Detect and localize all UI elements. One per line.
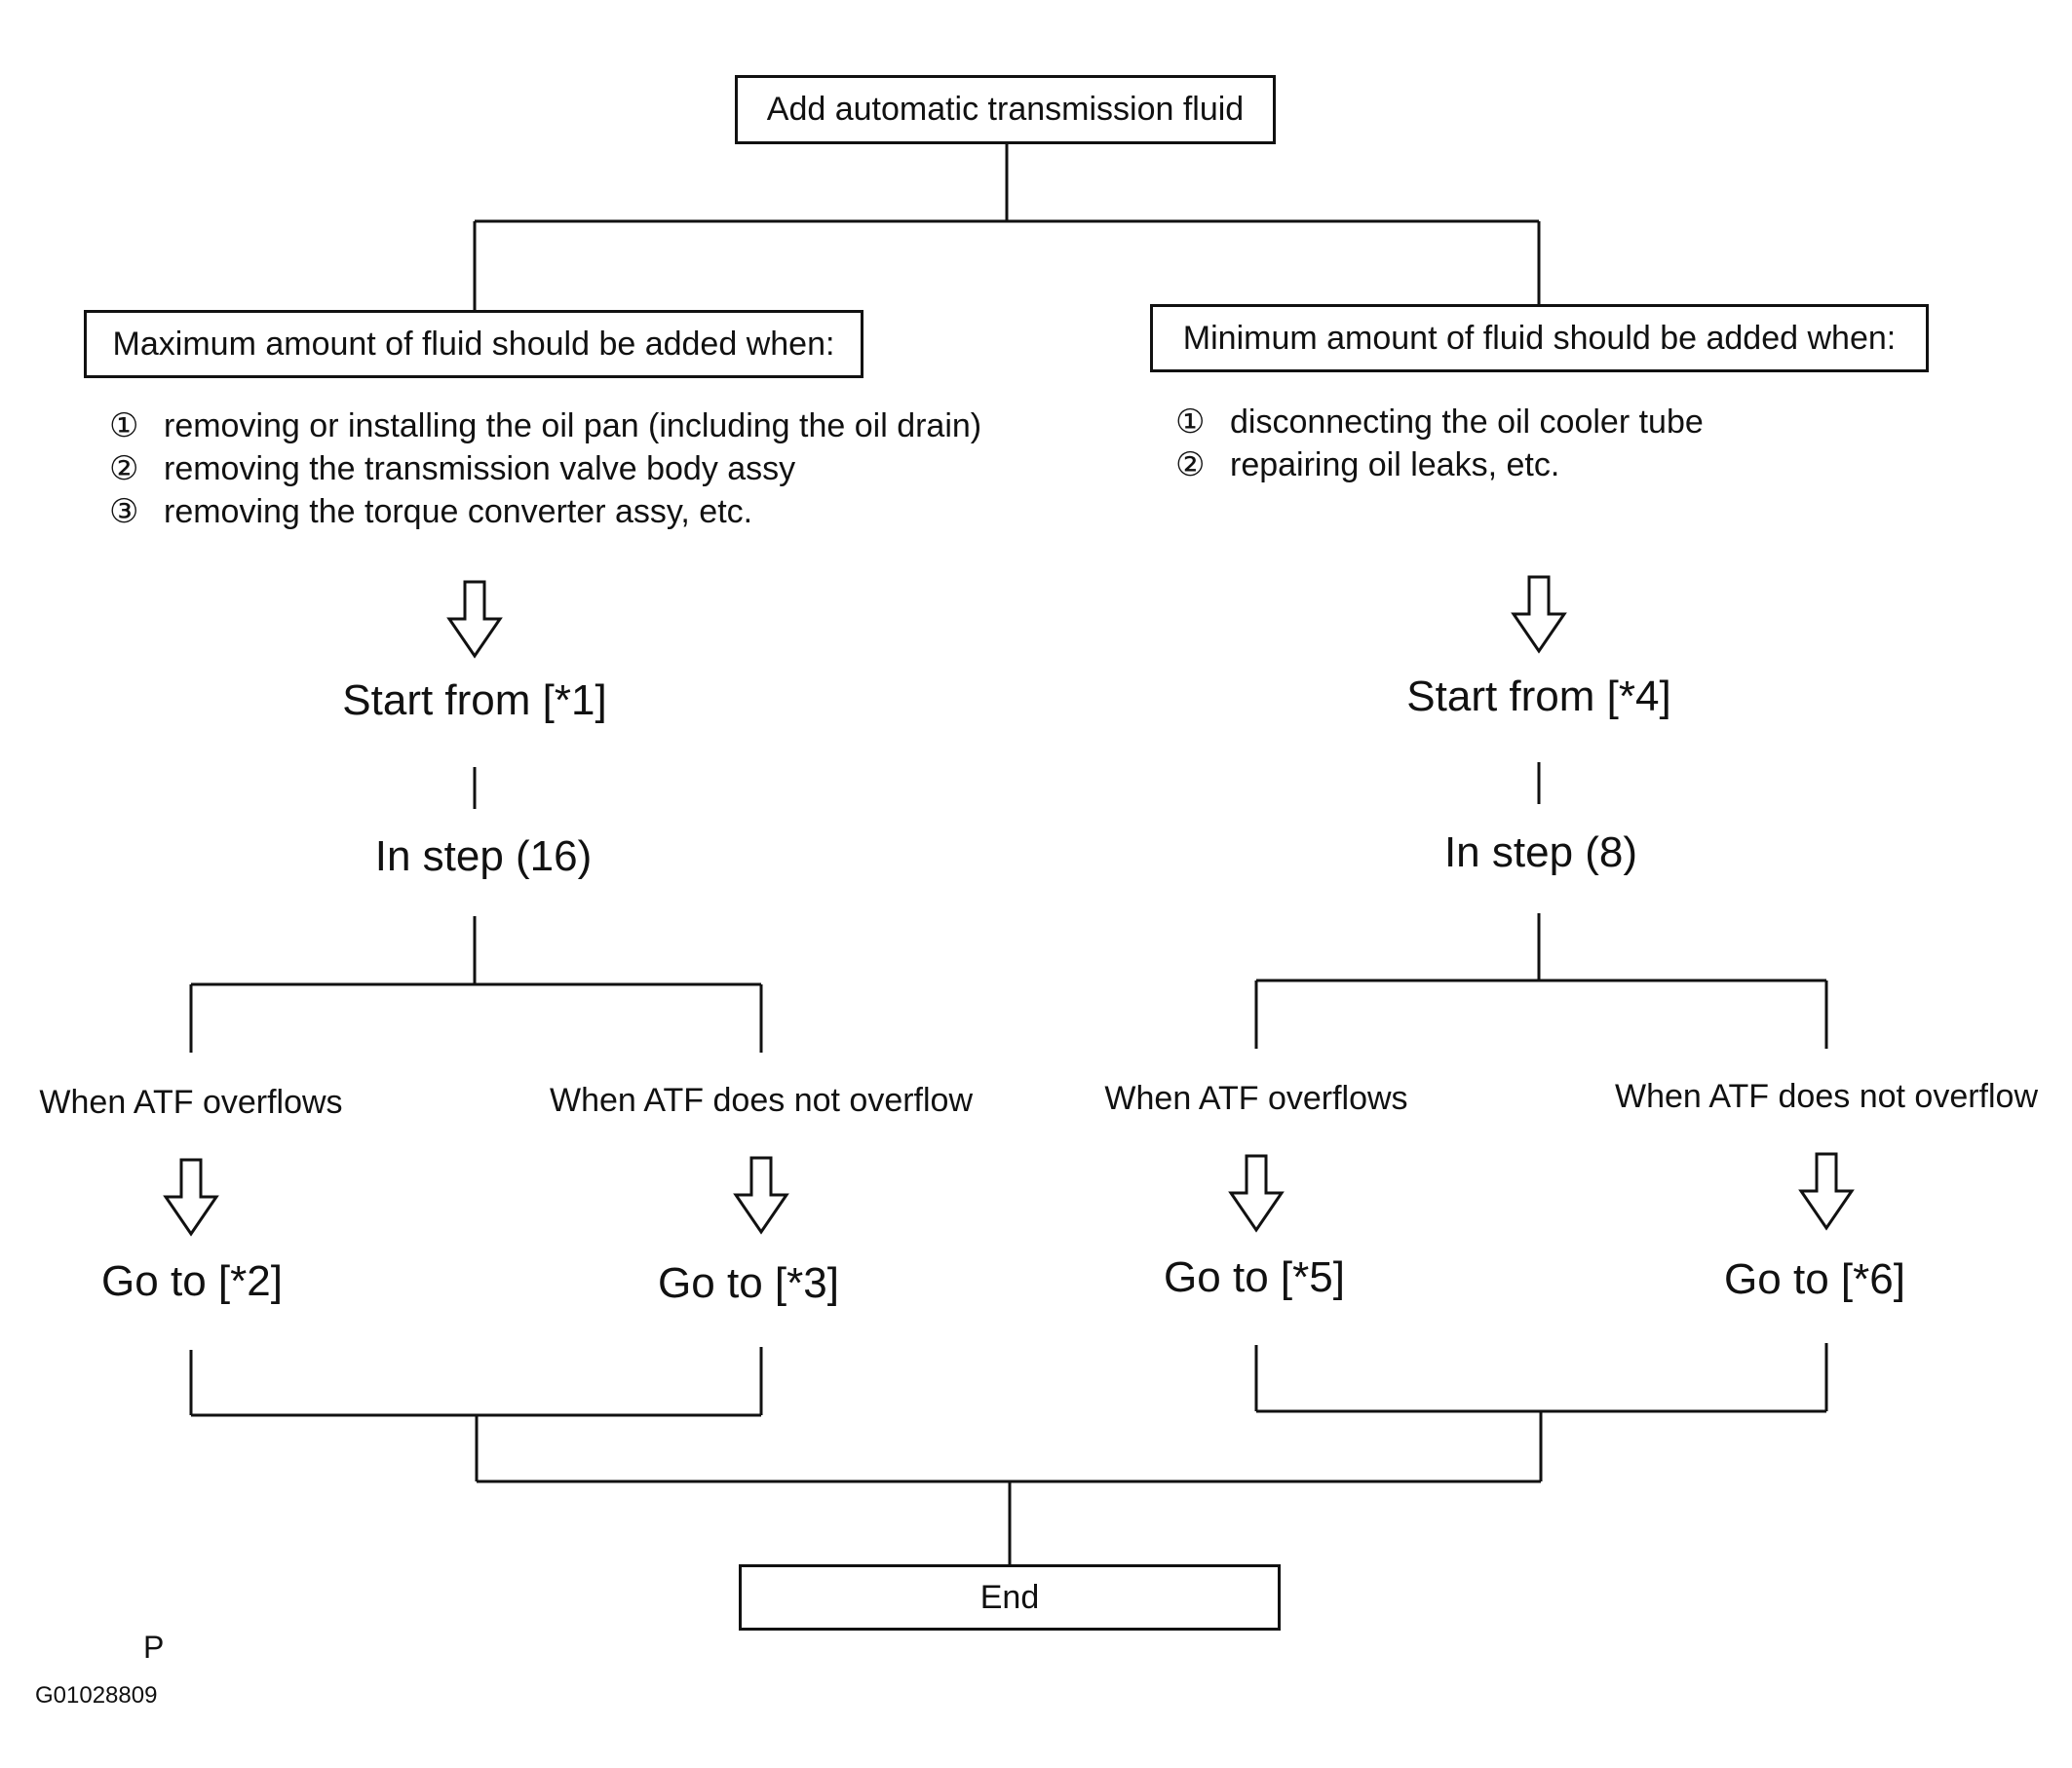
goto-2-label: Go to [*2] xyxy=(101,1257,283,1305)
left-no-overflow-label: When ATF does not overflow xyxy=(549,1082,974,1119)
end-label: End xyxy=(979,1578,1040,1616)
goto-5-label: Go to [*5] xyxy=(1164,1253,1345,1301)
footer-p-label: P xyxy=(143,1630,165,1665)
right-start-label: Start from [*4] xyxy=(1406,673,1671,720)
right-no-overflow-label: When ATF does not overflow xyxy=(1614,1078,2039,1115)
left-start-label: Start from [*1] xyxy=(342,676,607,724)
left-step-label: In step (16) xyxy=(374,832,593,880)
down-arrow-icon xyxy=(1511,575,1567,654)
left-overflow-label: When ATF overflows xyxy=(39,1084,343,1121)
right-step-label: In step (8) xyxy=(1443,828,1638,876)
root-label: Add automatic transmission fluid xyxy=(766,91,1245,128)
down-arrow-icon xyxy=(733,1156,789,1235)
figure-code-label: G01028809 xyxy=(35,1682,158,1709)
down-arrow-icon xyxy=(1798,1152,1855,1231)
right-heading-box: Minimum amount of fluid should be added … xyxy=(1150,304,1929,372)
end-box: End xyxy=(739,1564,1281,1631)
down-arrow-icon xyxy=(446,580,503,659)
right-heading-label: Minimum amount of fluid should be added … xyxy=(1182,319,1897,357)
down-arrow-icon xyxy=(1228,1154,1285,1233)
left-heading-box: Maximum amount of fluid should be added … xyxy=(84,310,863,378)
down-arrow-icon xyxy=(163,1158,219,1237)
left-heading-label: Maximum amount of fluid should be added … xyxy=(112,325,835,363)
right-overflow-label: When ATF overflows xyxy=(1104,1080,1408,1117)
goto-3-label: Go to [*3] xyxy=(658,1259,839,1307)
root-box: Add automatic transmission fluid xyxy=(735,75,1276,144)
goto-6-label: Go to [*6] xyxy=(1724,1255,1905,1303)
